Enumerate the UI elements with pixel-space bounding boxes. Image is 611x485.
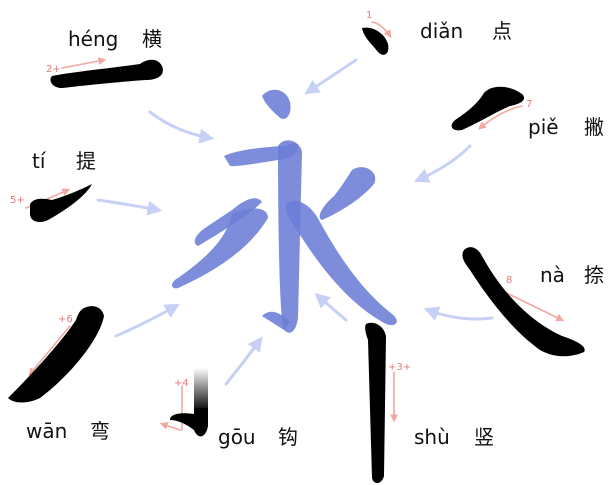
yong-hook-stroke <box>262 311 290 330</box>
label-na-pinyin: nà <box>540 263 565 287</box>
label-heng-pinyin: héng <box>68 27 118 51</box>
label-pie-hanzi: 撇 <box>584 115 604 139</box>
order-arrow-pie <box>478 105 523 130</box>
yong-bend-stroke <box>172 208 268 289</box>
label-gou-pinyin: gōu <box>218 425 256 449</box>
order-number-na: 8 <box>506 275 512 286</box>
pointer-arrow-shu <box>314 293 348 322</box>
label-ti-pinyin: tí <box>32 149 47 173</box>
pointer-arrow-ti <box>96 198 163 216</box>
order-number-heng: 2+ <box>46 64 61 75</box>
label-pie: piě 撇 <box>528 115 604 139</box>
stroke-glyph-pie <box>451 86 525 131</box>
stroke-glyph-gou <box>170 408 208 437</box>
label-heng-hanzi: 横 <box>142 27 162 51</box>
label-wan-hanzi: 弯 <box>90 419 110 443</box>
label-heng: héng 横 <box>68 27 162 51</box>
label-shu: shù 竖 <box>414 425 494 449</box>
order-number-wan: +6 <box>58 314 73 325</box>
pointer-arrow-pie <box>413 144 472 183</box>
order-number-gou: +4 <box>174 378 189 389</box>
order-number-shu: +3+ <box>388 362 411 373</box>
order-number-ti: 5+ <box>10 195 25 206</box>
label-gou-hanzi: 钩 <box>278 425 298 449</box>
label-gou: gōu 钩 <box>218 425 298 449</box>
label-na-hanzi: 捺 <box>584 263 604 287</box>
yong-dot-stroke <box>262 89 291 119</box>
label-wan-pinyin: wān <box>26 419 67 443</box>
stroke-glyph-heng <box>50 59 163 88</box>
label-dian: diǎn 点 <box>420 19 512 43</box>
stroke-glyph-wan <box>8 306 104 403</box>
label-dian-pinyin: diǎn <box>420 19 463 43</box>
pointer-arrow-gou <box>224 336 263 386</box>
pointer-arrows <box>96 58 494 386</box>
pointer-arrow-na <box>423 306 494 321</box>
stroke-glyph-ti <box>30 184 92 222</box>
yong-vertical-stroke <box>278 140 302 333</box>
yong-left-falling-stroke <box>319 167 376 220</box>
label-dian-hanzi: 点 <box>492 19 512 43</box>
pointer-arrow-dian <box>304 58 358 95</box>
order-arrow-gou <box>162 385 183 430</box>
order-arrow-heng <box>61 57 107 69</box>
order-arrow-dian <box>371 21 392 38</box>
yong-right-falling-stroke <box>285 201 397 326</box>
pointer-arrow-heng <box>148 110 215 144</box>
stroke-glyph-na <box>462 247 585 357</box>
label-shu-pinyin: shù <box>414 425 450 449</box>
stroke-glyphs <box>8 27 585 484</box>
order-number-dian: 1 <box>366 10 372 21</box>
stroke-glyph-dian <box>362 27 389 55</box>
label-na: nà 捺 <box>540 263 604 287</box>
label-wan: wān 弯 <box>26 419 110 443</box>
pointer-arrow-wan <box>114 303 180 338</box>
label-ti-hanzi: 提 <box>76 149 96 173</box>
stroke-glyph-shu <box>365 322 386 484</box>
order-number-pie: 7 <box>526 99 532 110</box>
stroke-glyph-gou-fade <box>194 368 208 412</box>
center-character-yong <box>172 89 397 333</box>
label-ti: tí 提 <box>32 149 96 173</box>
order-arrow-wan <box>28 325 71 376</box>
label-pie-pinyin: piě <box>528 115 559 139</box>
label-shu-hanzi: 竖 <box>474 425 494 449</box>
